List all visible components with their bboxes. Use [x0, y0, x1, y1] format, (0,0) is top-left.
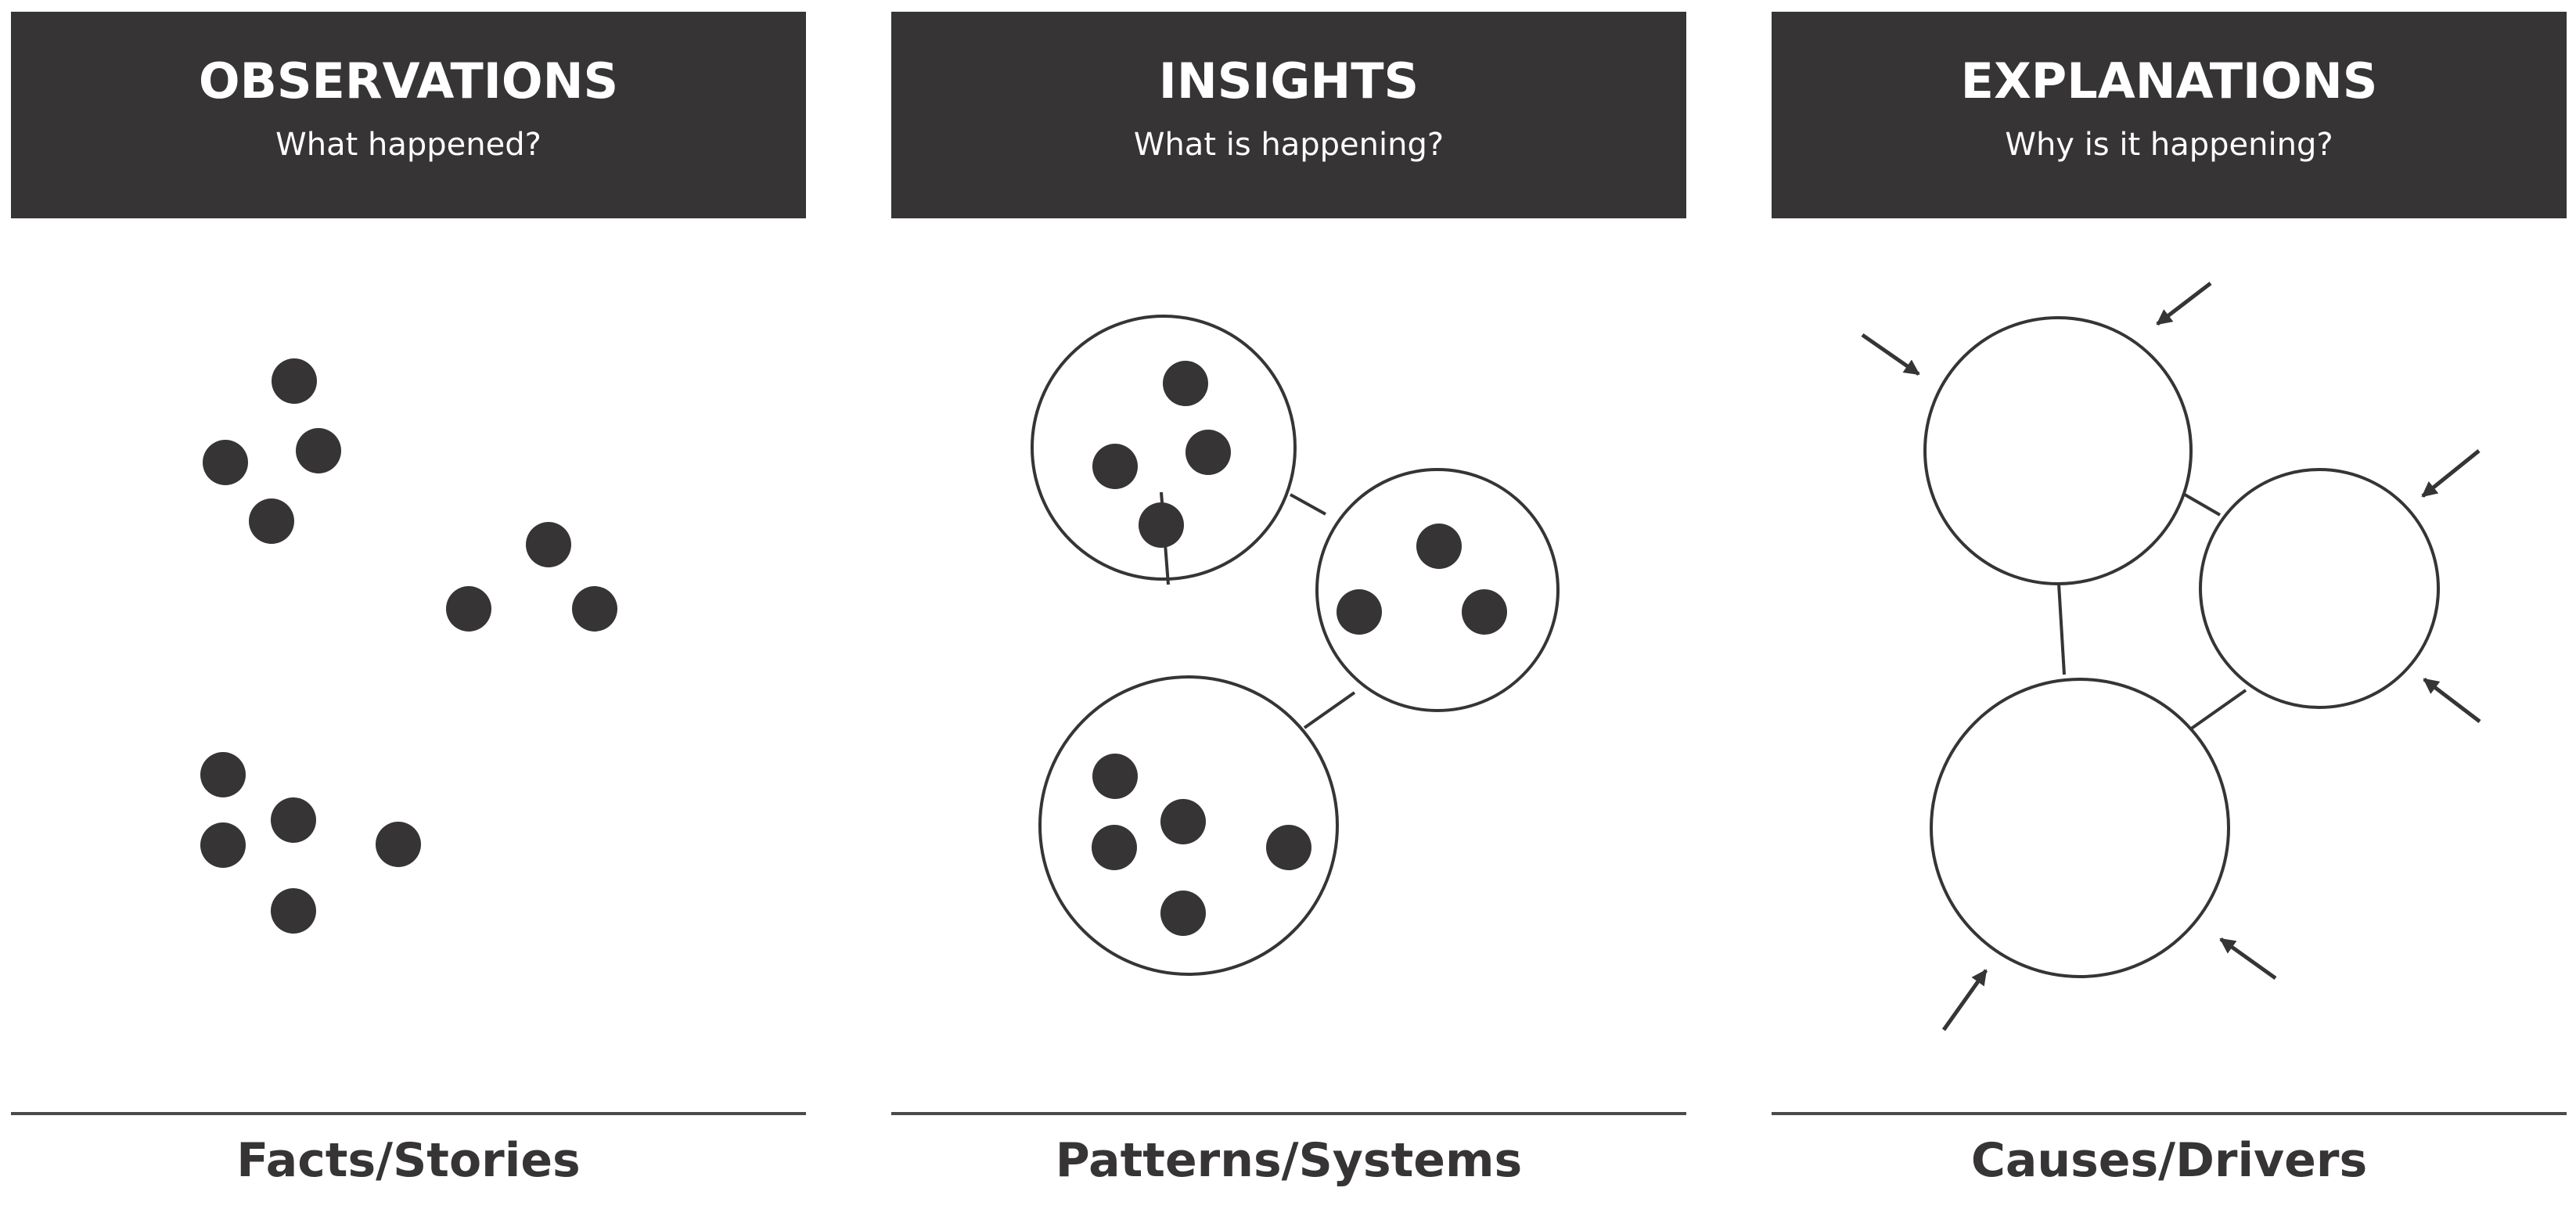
panel-observations: OBSERVATIONS What happened? Facts/Storie…	[11, 0, 806, 1220]
explanations-title: EXPLANATIONS	[1960, 52, 2378, 110]
driver-arrow	[2156, 282, 2212, 326]
observations-footer: Facts/Stories	[236, 1133, 581, 1188]
connector-line	[2183, 493, 2222, 516]
driver-arrow	[2421, 449, 2481, 498]
panel-explanations: EXPLANATIONS Why is it happening? Causes…	[1772, 0, 2567, 1220]
fact-dot	[526, 522, 571, 567]
pattern-circle	[1031, 315, 1297, 581]
explanations-divider	[1772, 1112, 2567, 1115]
fact-dot	[271, 888, 316, 934]
fact-dot	[200, 822, 246, 868]
observations-subtitle: What happened?	[275, 127, 541, 163]
panel-insights: INSIGHTS What is happening? Patterns	[891, 0, 1686, 1220]
insights-header: INSIGHTS What is happening?	[891, 12, 1686, 218]
fact-dot	[1092, 754, 1138, 799]
fact-dot	[200, 752, 246, 797]
insights-divider	[891, 1112, 1686, 1115]
driver-arrow	[1941, 969, 1988, 1031]
explanations-subtitle: Why is it happening?	[2005, 127, 2333, 163]
explanations-footer: Causes/Drivers	[1970, 1133, 2368, 1188]
connector-line	[1303, 691, 1356, 729]
fact-dot	[1160, 799, 1206, 844]
fact-dot	[271, 797, 316, 843]
fact-dot	[1092, 444, 1138, 489]
fact-dot	[1160, 891, 1206, 936]
fact-dot	[1266, 825, 1311, 870]
fact-dot	[1163, 361, 1208, 406]
fact-dot	[1139, 502, 1184, 548]
fact-dot	[296, 428, 341, 473]
fact-dot	[1185, 430, 1231, 475]
observations-title: OBSERVATIONS	[198, 52, 619, 110]
cause-circle	[1923, 316, 2193, 585]
driver-arrow	[1861, 333, 1920, 376]
fact-dot	[572, 586, 617, 632]
fact-dot	[272, 358, 317, 404]
explanations-diagram	[1861, 282, 2481, 1031]
cause-circle	[1930, 678, 2230, 978]
insights-subtitle: What is happening?	[1133, 127, 1445, 163]
observations-header: OBSERVATIONS What happened?	[11, 12, 806, 218]
pattern-circle	[1315, 468, 1560, 712]
fact-dot	[1092, 825, 1137, 870]
observations-diagram	[200, 358, 617, 934]
fact-dot	[1337, 589, 1382, 635]
connector-line	[2057, 583, 2066, 675]
fact-dot	[203, 440, 248, 485]
cause-circle	[2199, 468, 2440, 709]
fact-dot	[1416, 524, 1462, 569]
explanations-header: EXPLANATIONS Why is it happening?	[1772, 12, 2567, 218]
driver-arrow	[2219, 937, 2277, 981]
pattern-circle	[1038, 675, 1339, 976]
observations-divider	[11, 1112, 806, 1115]
fact-dot	[249, 498, 294, 544]
fact-dot	[446, 586, 491, 632]
insights-footer: Patterns/Systems	[1055, 1133, 1523, 1188]
connector-line	[1290, 493, 1326, 516]
fact-dot	[1462, 589, 1507, 635]
connector-line	[2189, 689, 2247, 731]
fact-dot	[376, 822, 421, 867]
driver-arrow	[2423, 678, 2481, 723]
insights-title: INSIGHTS	[1158, 52, 1419, 110]
insights-diagram	[1031, 315, 1560, 976]
